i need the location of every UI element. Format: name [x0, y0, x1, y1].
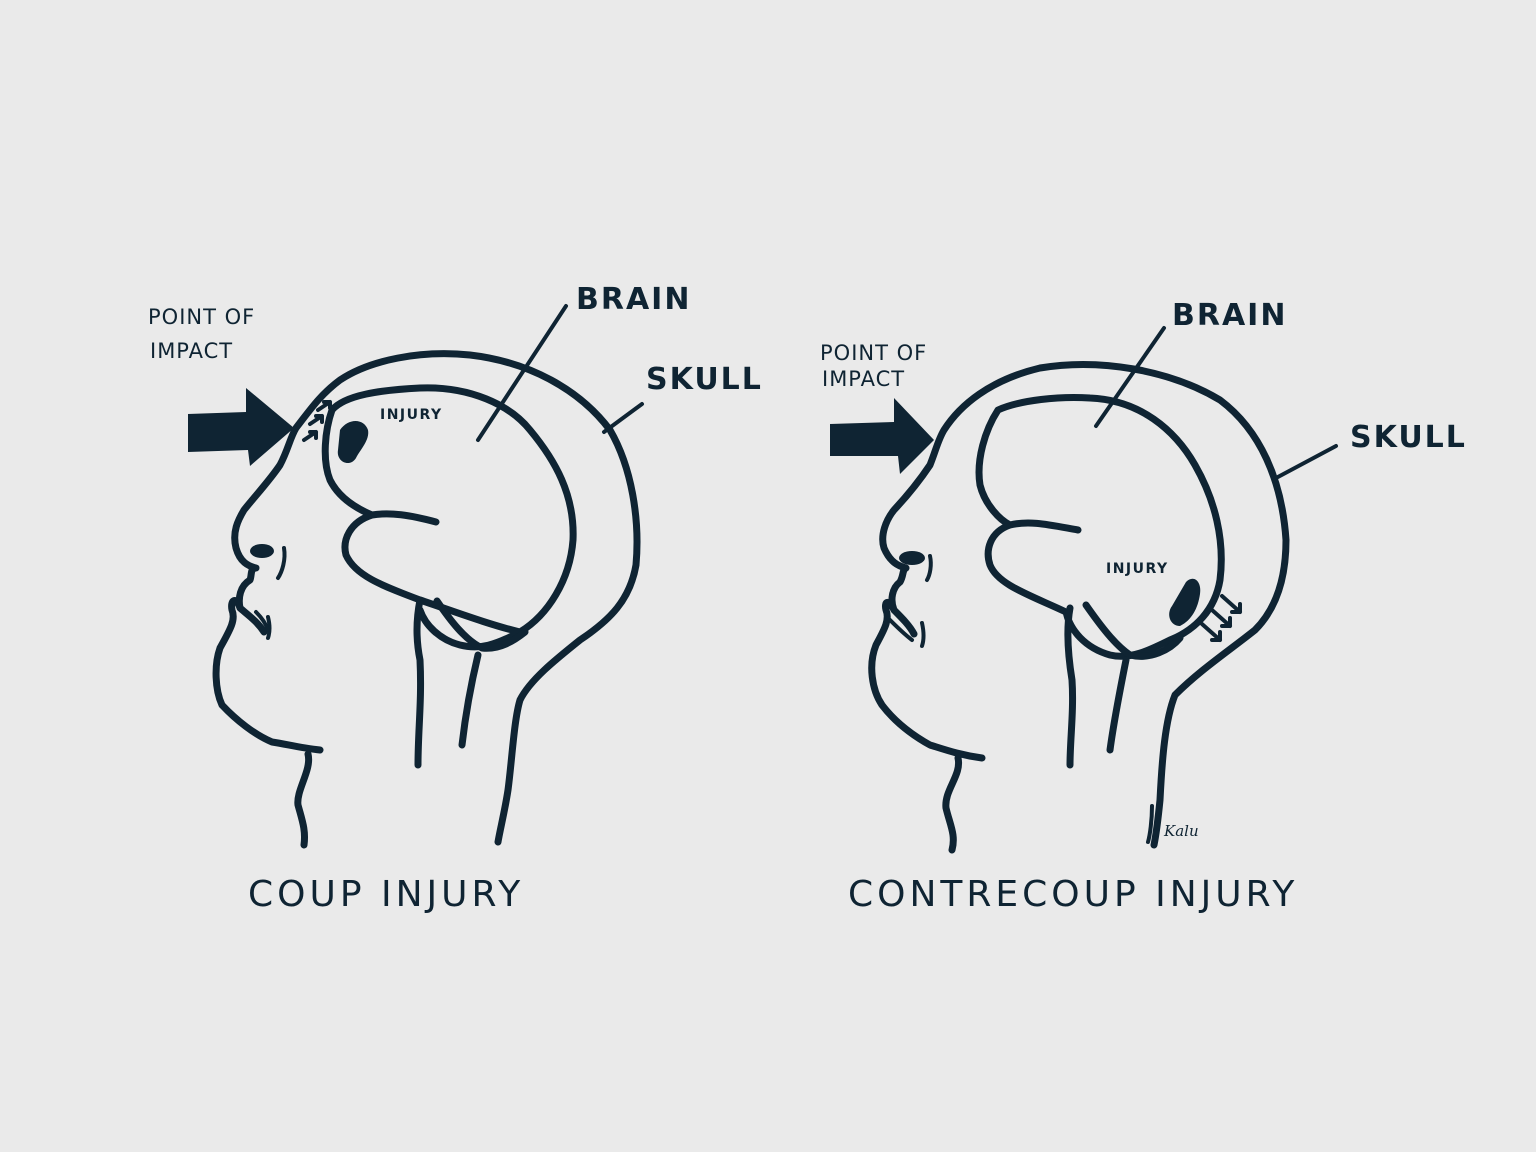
contrecoup-title: CONTRECOUP INJURY [848, 874, 1299, 915]
coup-point-of-impact-label-line2: IMPACT [150, 339, 234, 363]
brain-leader-line [476, 304, 568, 442]
contrecoup-injury-mark [1169, 578, 1201, 626]
brain-outline [321, 384, 577, 651]
contrecoup-point-of-impact-label-line2: IMPACT [822, 367, 906, 391]
nostril-icon [250, 544, 274, 558]
coup-title: COUP INJURY [248, 874, 525, 915]
coup-point-of-impact-label-line1: POINT OF [148, 305, 256, 329]
brain-outline [975, 394, 1225, 660]
contrecoup-injury-label: INJURY [1106, 561, 1169, 577]
impact-arrow-icon [830, 398, 934, 474]
force-arrows-icon [302, 400, 332, 442]
nostril-icon [899, 551, 925, 565]
contrecoup-point-of-impact-label-line1: POINT OF [820, 341, 928, 365]
artist-signature: Kalu [1164, 822, 1199, 840]
brain-leader-line [1094, 326, 1166, 428]
contrecoup-skull-label: SKULL [1350, 420, 1467, 455]
coup-injury-label: INJURY [380, 407, 443, 423]
contrecoup-brain-label: BRAIN [1172, 298, 1288, 333]
skull-leader-line [1274, 444, 1338, 480]
coup-injury-mark [337, 421, 369, 464]
coup-head [188, 304, 644, 849]
contrecoup-head [830, 326, 1338, 854]
impact-arrow-icon [188, 388, 294, 466]
coup-brain-label: BRAIN [576, 282, 692, 317]
coup-skull-label: SKULL [646, 362, 763, 397]
force-arrows-icon [1200, 594, 1242, 642]
skull-outline [868, 361, 1290, 854]
skull-leader-line [602, 402, 644, 434]
skull-outline [212, 350, 641, 849]
